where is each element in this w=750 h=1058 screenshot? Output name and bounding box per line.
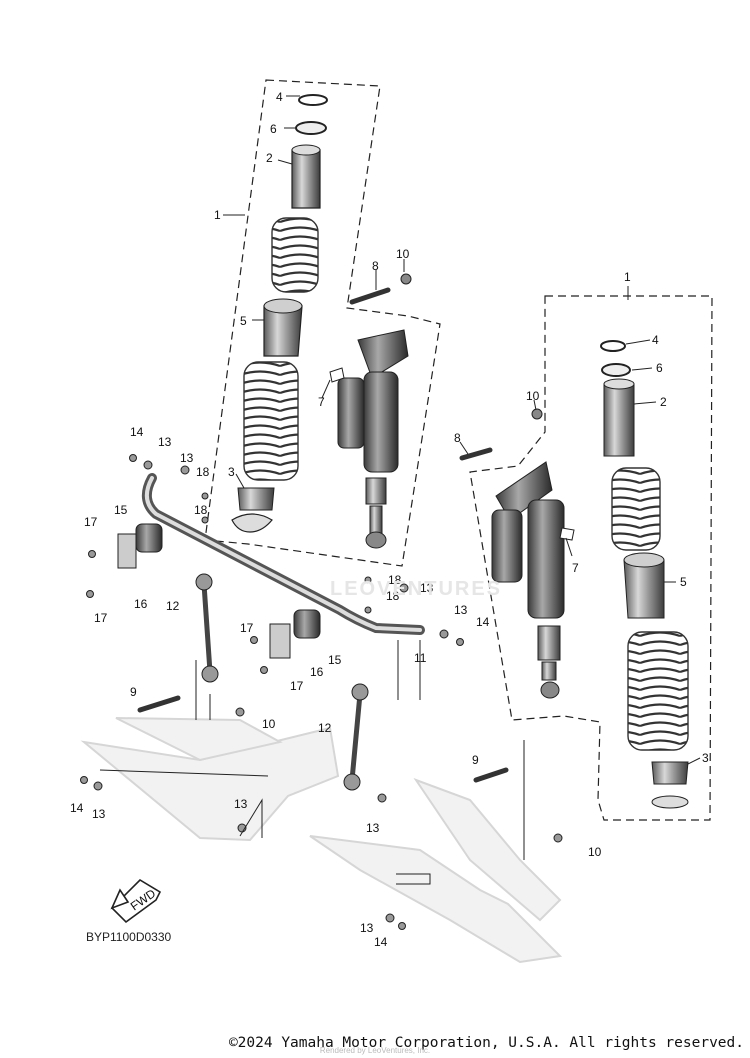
bracket-16-right [269,623,291,659]
a-arm-left [80,717,340,842]
callout-10: 10 [526,389,540,403]
callout-13: 13 [180,451,194,465]
callout-16: 16 [310,665,324,679]
callout-15: 15 [114,503,128,517]
spring-seat-ring-4-right [600,340,626,352]
lower-spring-right [627,631,689,751]
bolt-8-left [349,287,391,305]
diagram-code: BYP1100D0330 [86,930,172,944]
bushing-15-right [293,609,321,639]
callout-13: 13 [158,435,172,449]
callout-8: 8 [372,259,379,273]
spring-spacer-2 [291,149,321,209]
bolt-8-right [459,447,493,461]
upper-spring-right [611,467,661,551]
lower-spring [243,361,299,481]
callout-13: 13 [366,821,380,835]
callout-7: 7 [318,395,325,409]
bolt-9-right [473,767,509,783]
stabilizer-bar-assembly [117,473,425,791]
callout-numbers: 1 4 6 2 5 3 8 10 7 1 4 6 2 5 3 10 8 7 14… [70,90,709,949]
collar-ring-6-right [601,363,631,377]
callout-9: 9 [130,685,137,699]
collar-ring-6 [295,121,327,135]
brand-watermark: LEOVENTURES [330,578,503,600]
spring-spacer-2-right [603,383,635,457]
callout-7: 7 [572,561,579,575]
callout-16: 16 [134,597,148,611]
left-shock-assembly [204,79,441,567]
callout-3: 3 [228,465,235,479]
callout-13: 13 [360,921,374,935]
callout-18: 18 [194,503,208,517]
callout-11: 11 [414,651,427,665]
forward-arrow-icon: FWD [110,878,162,924]
callout-14: 14 [130,425,144,439]
callout-17: 17 [84,515,98,529]
callout-12: 12 [166,599,180,613]
right-damper-body [491,461,565,699]
callout-8: 8 [454,431,461,445]
nut-10-left [400,273,412,285]
spring-seat-ring-4 [298,94,328,106]
label-7-left [329,367,345,383]
bushing-15-left [135,523,163,553]
copyright-notice: ©2024 Yamaha Motor Corporation, U.S.A. A… [228,1035,744,1051]
fasteners [80,454,563,930]
callout-2: 2 [266,151,273,165]
callout-1: 1 [214,208,221,222]
spring-collar-5-right [623,559,665,619]
label-7-right [559,527,575,541]
callout-17: 17 [94,611,108,625]
callout-4: 4 [276,90,283,104]
leader-lines [99,95,701,885]
callout-14: 14 [374,935,388,949]
callout-10: 10 [588,845,602,859]
bracket-16-left [117,533,137,569]
lower-spring-seat-3-right [651,761,689,785]
callout-5: 5 [240,314,247,328]
callout-3: 3 [702,751,709,765]
callout-18: 18 [388,573,402,587]
lower-spring-seat-3 [237,487,275,511]
left-damper-body [337,329,409,549]
callout-17: 17 [240,621,254,635]
callout-13: 13 [92,807,106,821]
link-rod-12-right [349,691,363,783]
callout-15: 15 [328,653,342,667]
right-shock-assembly [459,295,713,821]
callout-6: 6 [270,122,277,136]
left-shock-dashed-group [204,79,441,567]
callout-13: 13 [420,581,434,595]
nut-10-right [531,408,543,420]
callout-18: 18 [196,465,210,479]
callout-10: 10 [396,247,410,261]
callout-1: 1 [624,270,631,284]
bolt-9-left [137,695,181,713]
link-rod-12-left [201,581,213,675]
callout-10: 10 [262,717,276,731]
right-shock-dashed-group [469,295,713,821]
upper-spring [271,217,319,293]
callout-13: 13 [454,603,468,617]
callout-14: 14 [70,801,84,815]
callout-17: 17 [290,679,304,693]
renderer-note: Rendered by LeoVentures, Inc. [319,1046,431,1055]
callout-14: 14 [476,615,490,629]
callout-2: 2 [660,395,667,409]
a-arm-right [309,777,563,964]
callout-18: 18 [386,589,400,603]
callout-6: 6 [656,361,663,375]
callout-13: 13 [234,797,248,811]
callout-12: 12 [318,721,332,735]
callout-9: 9 [472,753,479,767]
callout-5: 5 [680,575,687,589]
callout-4: 4 [652,333,659,347]
